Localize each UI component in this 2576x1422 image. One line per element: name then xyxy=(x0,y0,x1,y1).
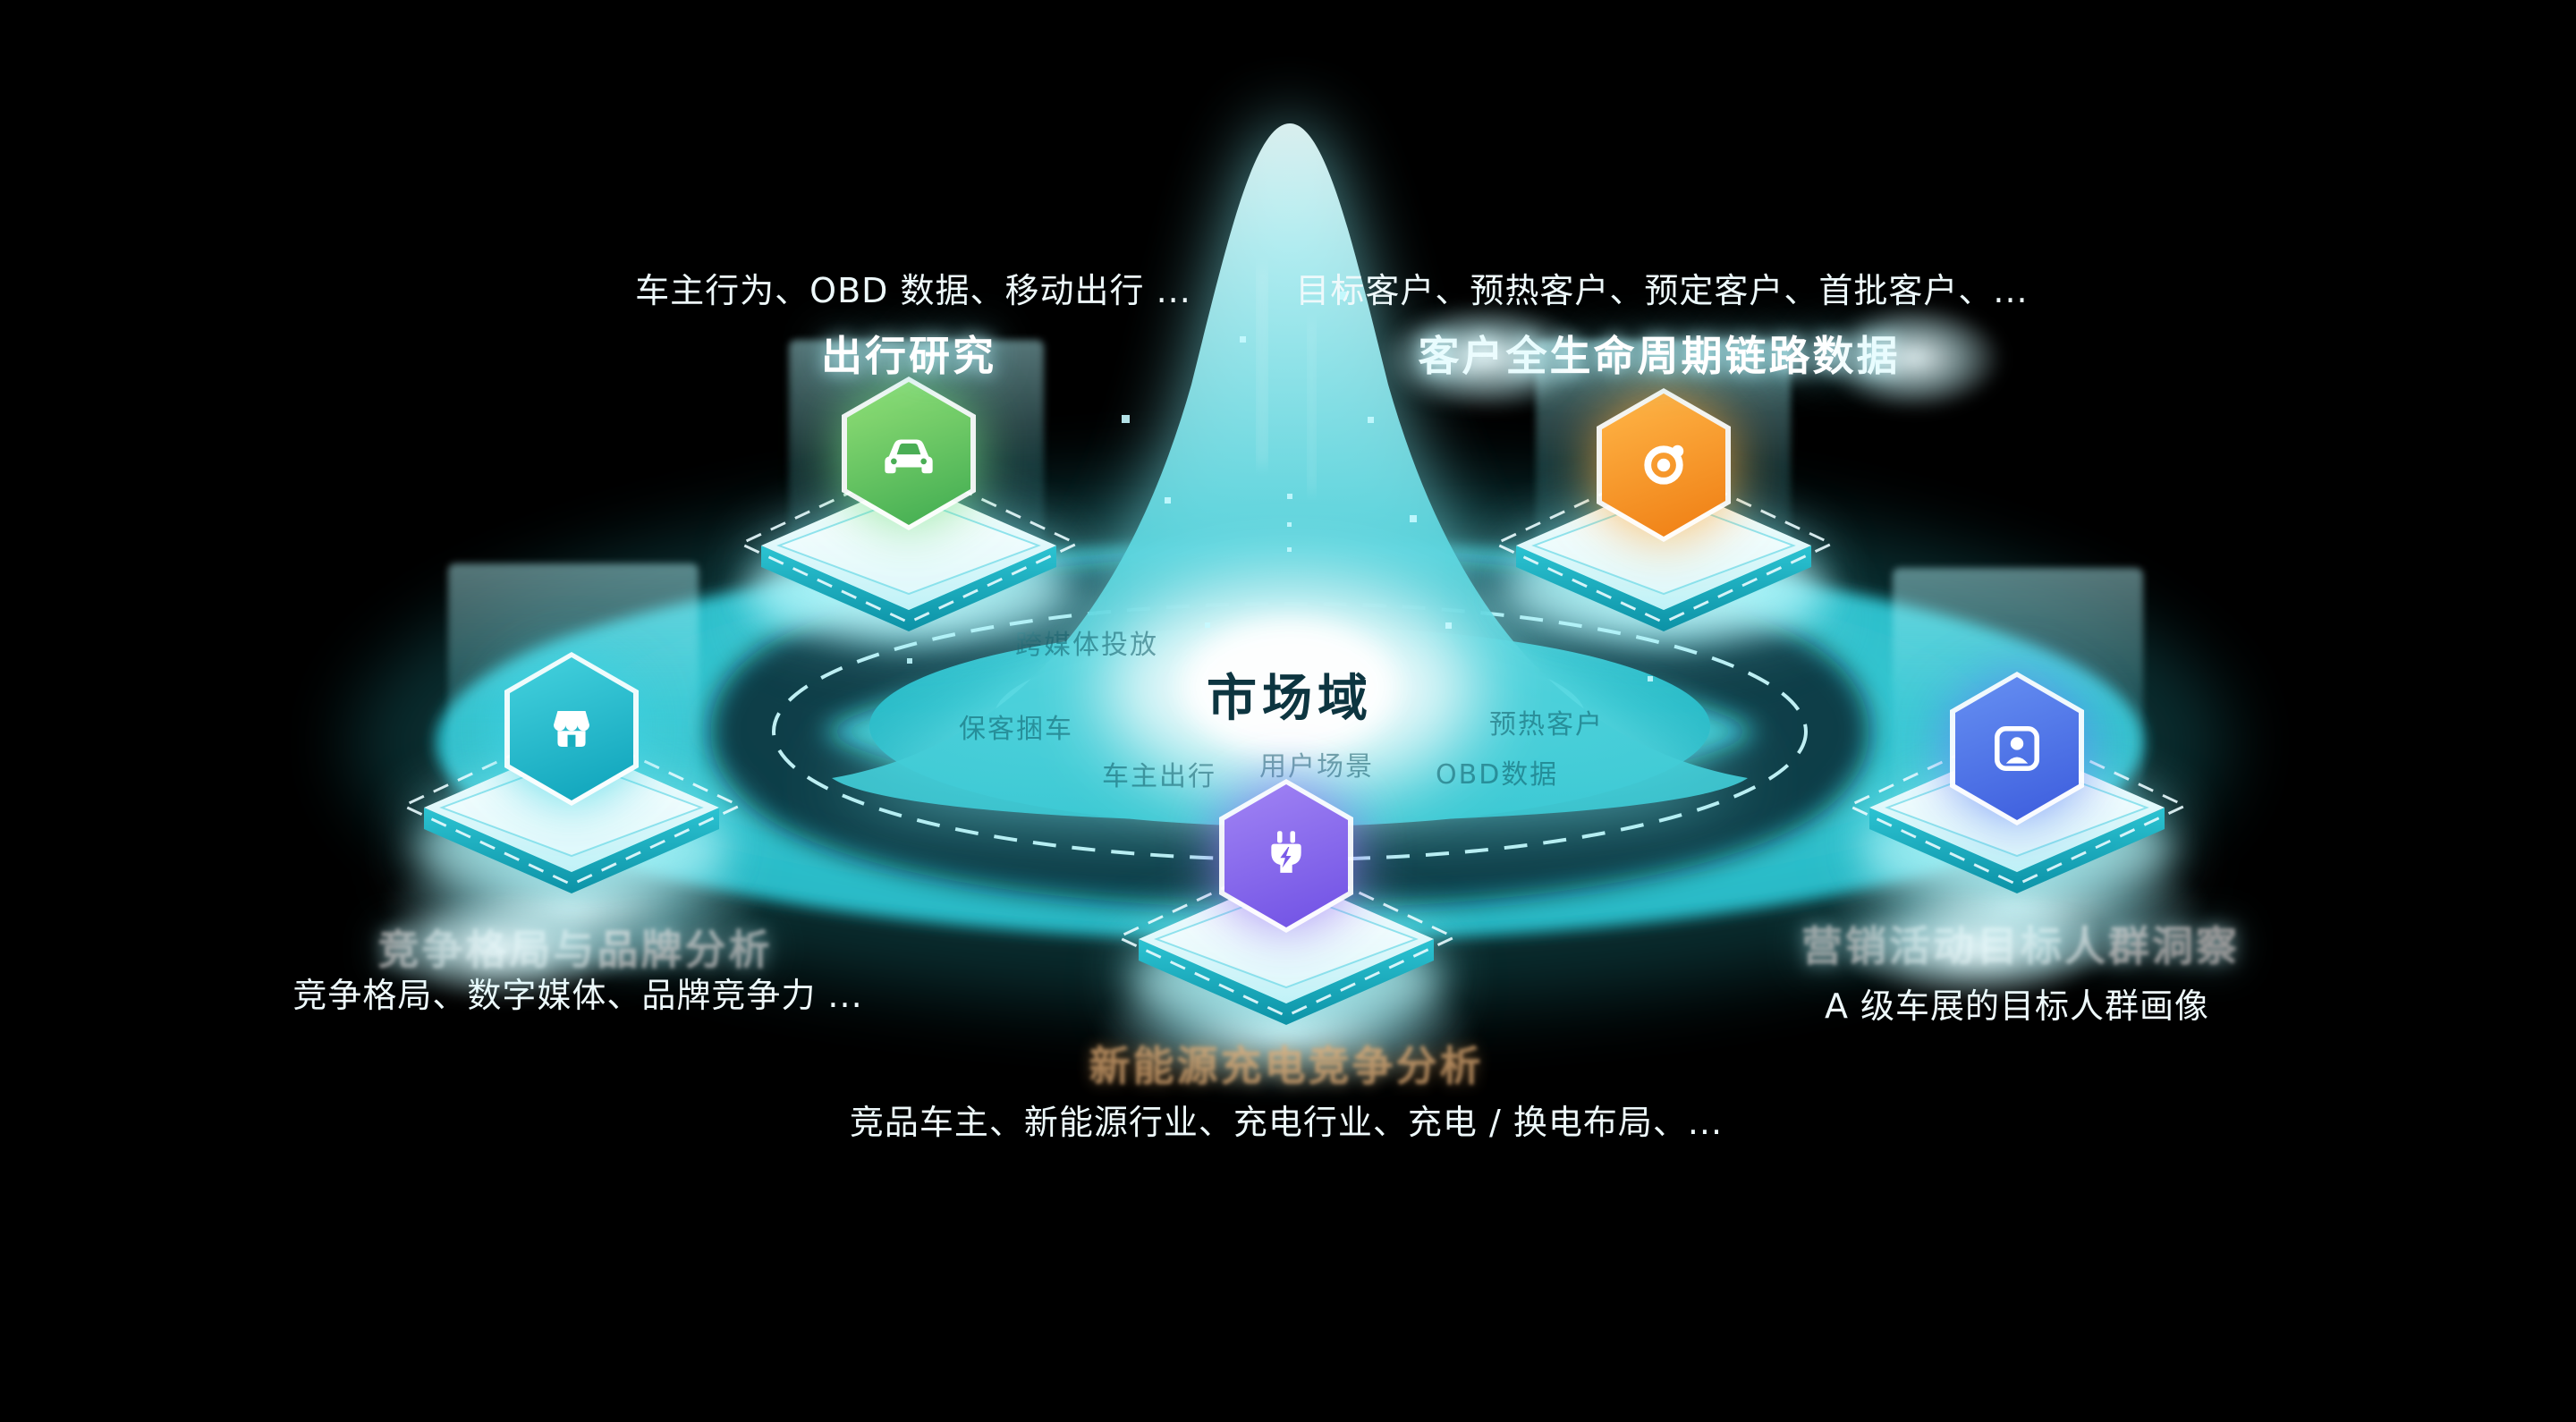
peak-streak xyxy=(1309,322,1314,492)
floating-label: OBD数据 xyxy=(1436,759,1559,791)
floating-label: 用户场景 xyxy=(1259,751,1374,783)
platform-lifecycle xyxy=(1492,463,1835,631)
platform-competition xyxy=(400,725,743,893)
travel-title: 出行研究 xyxy=(821,332,996,380)
platform-travel xyxy=(737,463,1080,631)
center-label: 市场域 xyxy=(1207,670,1373,728)
hexagon-travel xyxy=(842,377,976,530)
hexagon-charging xyxy=(1219,779,1353,933)
platform-persona xyxy=(1845,725,2189,893)
floating-label: 保客捆车 xyxy=(959,714,1073,745)
plug-icon xyxy=(1271,831,1301,873)
car-icon xyxy=(885,439,933,474)
person-icon xyxy=(1995,726,2039,771)
peak-streak xyxy=(1259,268,1265,465)
travel-subtitle: 车主行为、OBD 数据、移动出行 ... xyxy=(635,271,1191,310)
center-glow-core xyxy=(1182,620,1397,754)
orbit-icon xyxy=(1644,444,1684,485)
store-icon xyxy=(554,711,589,747)
glow-blob xyxy=(1843,894,2111,1002)
hexagon-competition xyxy=(504,652,639,806)
platform-charging xyxy=(1114,857,1458,1025)
floating-label: 车主出行 xyxy=(1102,761,1216,792)
charging-subtitle: 竞品车主、新能源行业、充电行业、充电 / 换电布局、... xyxy=(849,1103,1724,1142)
lifecycle-subtitle: 目标客户、预热客户、预定客户、首批客户、... xyxy=(1295,271,2029,310)
glow-blob xyxy=(1825,304,2004,411)
charging-title: 新能源充电竞争分析 xyxy=(1089,1042,1484,1090)
glow-blob xyxy=(1382,304,1588,411)
hexagon-persona xyxy=(1950,672,2084,825)
hexagon-lifecycle xyxy=(1597,388,1731,542)
floating-label: 预热客户 xyxy=(1489,709,1604,741)
glow-blob xyxy=(376,894,626,1002)
data-peak xyxy=(832,123,1748,822)
